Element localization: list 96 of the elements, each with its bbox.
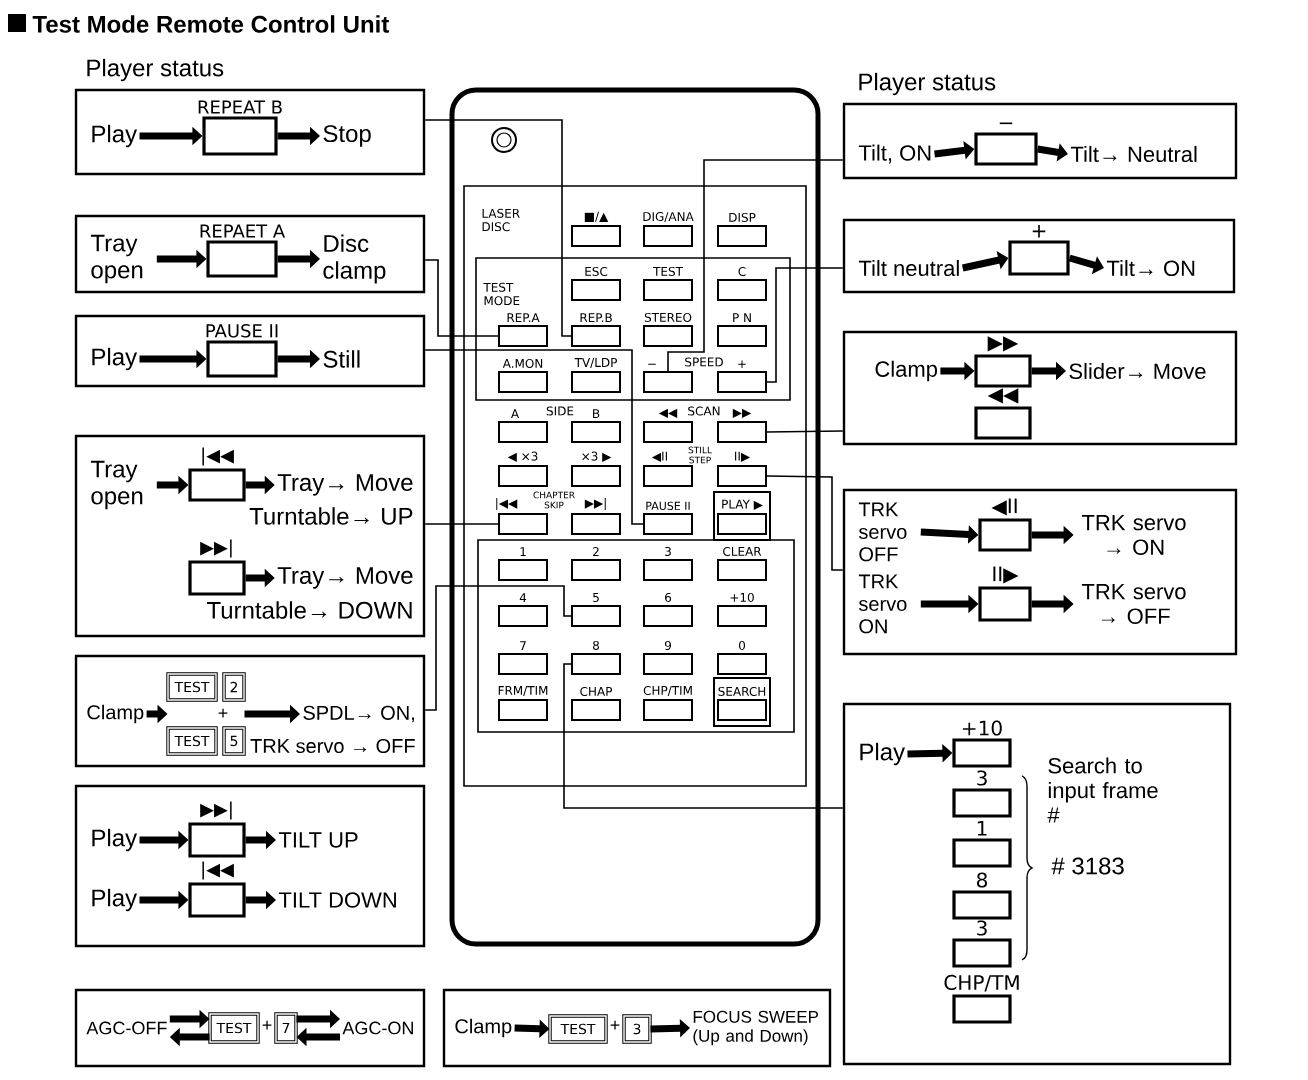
node-label: − [999, 122, 1013, 125]
key-box: 8 [952, 872, 1012, 920]
key-box: ◀II [978, 498, 1032, 552]
status-text: Play [92, 124, 138, 148]
state-panel [74, 434, 426, 638]
status-text: TRK servo → ON [1081, 515, 1186, 555]
state-panel [74, 214, 426, 294]
node-label: ◀II [991, 498, 1017, 516]
node-label: |◀◀ [202, 447, 234, 466]
status-text: Tray open [90, 234, 143, 284]
key-box: 1 [952, 821, 1012, 868]
plus-sign: + [218, 708, 228, 718]
plus-sign: + [610, 1020, 620, 1030]
title: Test Mode Remote Control Unit [8, 14, 389, 33]
status-text: AGC-OFF [86, 1021, 167, 1035]
status-text: Clamp [455, 1018, 512, 1038]
leader-line [424, 523, 499, 525]
status-text: Tilt, ON [858, 144, 931, 164]
status-text: AGC-ON [342, 1021, 413, 1035]
node-label: ▶▶ [987, 336, 1019, 352]
status-text: Play [860, 742, 906, 766]
state-panel [842, 102, 1238, 180]
status-text: Slider→ Move [1069, 362, 1206, 380]
state-panel [74, 654, 426, 768]
key-box: REPAET A [200, 224, 285, 278]
node-label: ◀◀ [987, 388, 1019, 404]
node-label: +10 [963, 720, 1002, 736]
leader-line [766, 430, 844, 433]
leader-line [424, 349, 644, 525]
key-box: REPEAT B [198, 100, 282, 156]
status-text: Play [92, 828, 138, 852]
node-label: CHP/TM [944, 974, 1019, 992]
node-label: ▶▶| [200, 539, 232, 558]
key-box: 3 [952, 920, 1012, 968]
status-text: Tilt→ Neutral [1070, 145, 1197, 163]
node-label: REPAET A [200, 224, 286, 238]
status-text: Play [92, 888, 138, 912]
node-label: PAUSE II [206, 323, 278, 338]
state-panel [842, 330, 1238, 446]
state-panel [74, 988, 426, 1068]
state-panel [74, 314, 426, 388]
node-label: II▶ [993, 566, 1019, 584]
key-box: |◀◀ [188, 861, 246, 918]
leader-line [424, 259, 499, 337]
leader-line [766, 475, 844, 571]
status-text: Tilt→ ON [1106, 259, 1195, 277]
key-box: +10 [952, 720, 1012, 768]
plus-sign: + [262, 1020, 272, 1030]
status-text: Tilt neutral [858, 259, 959, 277]
state-panel [74, 88, 426, 176]
node-label: ▶▶| [200, 801, 232, 820]
leader-line [424, 585, 572, 711]
key-box: + [1008, 225, 1070, 276]
status-text: TILT UP [278, 832, 358, 848]
key-box: − [974, 122, 1038, 166]
status-text: FOCUS SWEEP (Up and Down) [693, 1010, 819, 1046]
state-panel [442, 988, 832, 1068]
state-panel [842, 702, 1232, 1066]
node-label: |◀◀ [202, 861, 234, 880]
node-label: 1 [977, 821, 987, 836]
status-text: Clamp [875, 360, 937, 382]
key-box: CHP/TM [944, 974, 1019, 1024]
state-panel [74, 784, 426, 948]
key-box: PAUSE II [206, 323, 278, 378]
node-label: REPEAT B [198, 100, 282, 114]
section-heading: Player status [87, 58, 224, 82]
node-label: 3 [977, 920, 987, 936]
status-text: SPDL→ ON, TRK servo → OFF [250, 705, 415, 754]
node-label: 3 [977, 770, 987, 786]
status-text: Still [323, 350, 360, 368]
key-box: |◀◀ [188, 447, 246, 502]
key-box: ▶▶ [974, 336, 1032, 388]
status-text: TRK servo OFF [858, 502, 907, 562]
key-box: ▶▶| [188, 801, 246, 858]
status-text: Tray open [90, 460, 143, 510]
status-text: TRK servo → OFF [1081, 584, 1186, 624]
status-text: TRK servo ON [858, 574, 907, 634]
status-text: Play [92, 347, 138, 371]
status-text: Tray→ Move Turntable→ UP [249, 474, 413, 525]
section-heading: Player status [859, 72, 996, 96]
state-panel [842, 488, 1238, 656]
state-panel [842, 218, 1236, 294]
leader-line [667, 159, 844, 372]
node-label: + [1032, 225, 1046, 238]
node-label: 8 [976, 872, 987, 888]
leader-line [766, 267, 844, 383]
status-text: Disc clamp [323, 234, 386, 284]
key-box: ◀◀ [974, 388, 1032, 440]
status-text: Clamp [87, 704, 144, 724]
note-text: # 3183 [1051, 857, 1124, 875]
key-box: 3 [952, 770, 1012, 818]
key-box: II▶ [978, 566, 1032, 622]
leader-line [563, 663, 844, 809]
status-text: Stop [323, 125, 371, 147]
status-text: TILT DOWN [278, 892, 396, 908]
note-text: Search to input frame # [1047, 757, 1158, 823]
